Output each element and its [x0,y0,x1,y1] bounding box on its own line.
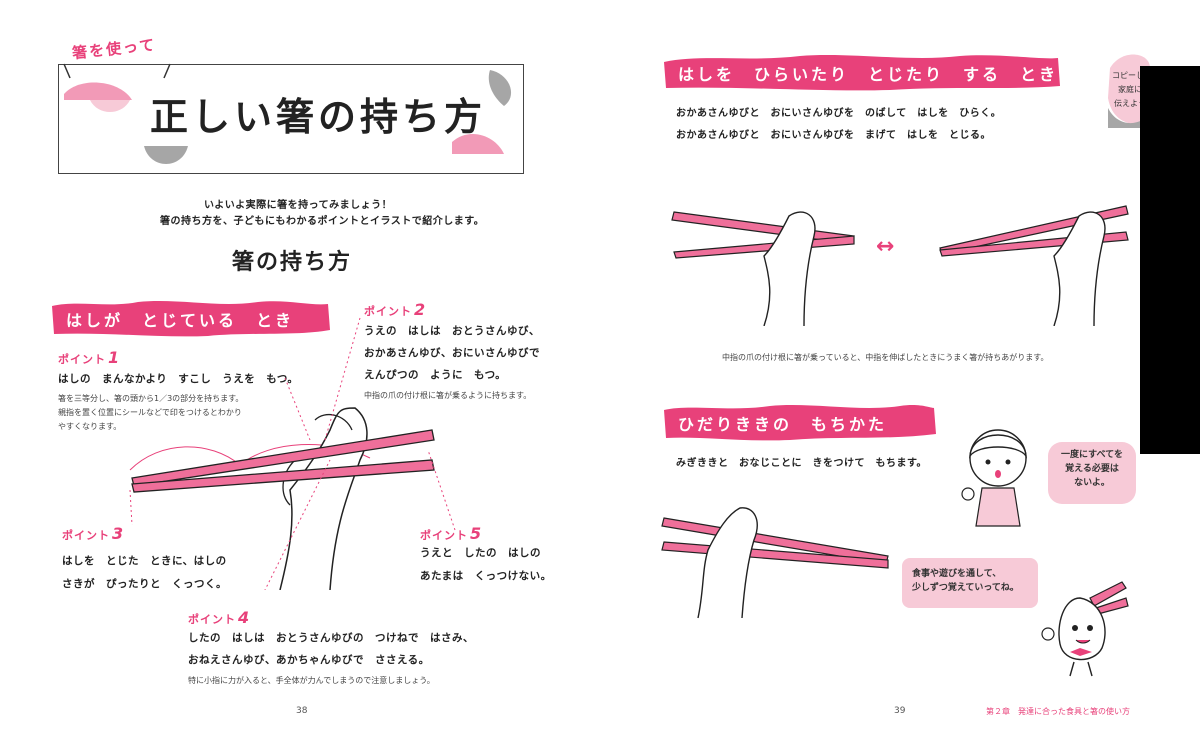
open-instruction: おかあさんゆびと おにいさんゆびを のばして はしを ひらく。 [676,108,1002,119]
banner-shape [664,405,936,441]
point-1-note-1: 箸を三等分し、箸の頭から1／3の部分を持ちます。 [58,394,244,403]
copy-tab-shape [1108,54,1150,128]
point-4-number: 4 [238,608,250,627]
bubble-girl-line-1: 一度にすべてを [1061,450,1123,460]
open-close-caption: 中指の爪の付け根に箸が乗っていると、中指を伸ばしたときにうまく箸が持ちあがります… [722,353,1049,362]
close-instruction: おかあさんゆびと おにいさんゆびを まげて はしを とじる。 [676,130,991,141]
point-4-note: 特に小指に力が入ると、手全体が力んでしまうので注意しましょう。 [188,676,435,685]
closed-chopsticks-illustration [129,317,456,590]
point-3-number: 3 [112,524,124,543]
speech-bubble-girl: 一度にすべてを 覚える必要は ないよ。 [1048,442,1136,504]
point-5-line-1: うえと したの はしの [420,547,541,559]
speech-bubble-rice: 食事や遊びを通して、 少しずつ覚えていってね。 [902,558,1038,608]
left-handed-instruction: みぎききと おなじことに きをつけて もちます。 [676,458,927,469]
bubble-girl-line-3: ないよ。 [1074,478,1110,488]
black-bar [1140,66,1200,454]
open-close-illustration [671,205,1129,326]
point-2-line-1: うえの はしは おとうさんゆび、 [364,325,540,337]
banner-shape [664,55,1060,91]
rice-character-illustration [1041,581,1129,677]
page-number-left: 38 [296,706,308,716]
kicker-decoration [63,63,171,79]
bubble-rice-line-2: 少しずつ覚えていってね。 [912,583,1019,593]
banner-open-close: はしを ひらいたり とじたり する とき [660,54,1062,91]
intro-line-1: いよいよ実際に箸を持ってみましょう！ [204,200,393,211]
left-handed-illustration [661,507,889,619]
bubble-girl-line-2: 覚える必要は [1065,464,1119,474]
point-5-line-2: あたまは くっつけない。 [420,570,552,582]
banner-left-handed: ひだりききの もちかた [660,404,938,441]
point-1-number: 1 [108,348,120,367]
open-close-arrow-icon: ↔ [876,234,895,259]
title-box [58,64,524,174]
point-3-word: ポイント [62,529,110,542]
copy-tab-line-1: コピーして [1112,71,1152,80]
point-1-text: はしの まんなかより すこし うえを もつ。 [58,373,299,385]
point-2-number: 2 [414,300,426,319]
copy-tab-line-3: 伝えよう! [1114,99,1150,108]
title-decoration-shapes [64,70,512,164]
girl-character-illustration [961,429,1027,527]
banner-closed-label: はしが とじている とき [66,311,295,330]
chapter-footer: 第２章 発達に合った食具と箸の使い方 [986,707,1130,716]
banner-closed: はしが とじている とき [48,300,332,337]
point-2-line-2: おかあさんゆび、おにいさんゆびで [364,347,540,359]
banner-shape [52,301,330,337]
page-number-right: 39 [894,706,906,716]
point-4-line-2: おねえさんゆび、あかちゃんゆびで ささえる。 [188,654,430,666]
copy-tab-line-2: 家庭に [1118,85,1142,94]
point-5-word: ポイント [420,529,468,542]
point-2-line-3: えんぴつの ように もつ。 [364,369,507,381]
banner-left-handed-label: ひだりききの もちかた [678,415,888,434]
point-1-word: ポイント [58,353,106,366]
point-3-line-1: はしを とじた ときに、はしの [62,555,227,567]
point-1-note-3: やすくなります。 [58,422,122,431]
point-3-line-2: さきが ぴったりと くっつく。 [62,578,227,590]
bubble-rice-line-1: 食事や遊びを通して、 [912,569,1002,579]
point-2-note: 中指の爪の付け根に箸が乗るように持ちます。 [364,391,532,400]
page-title: 正しい箸の持ち方 [150,95,487,139]
intro-line-2: 箸の持ち方を、子どもにもわかるポイントとイラストで紹介します。 [160,216,485,227]
point-5-number: 5 [470,524,482,543]
point-2-word: ポイント [364,305,412,318]
point-1-note-2: 親指を置く位置にシールなどで印をつけるとわかり [58,408,242,417]
point-4-line-1: したの はしは おとうさんゆびの つけねで はさみ、 [188,632,474,644]
point-4-word: ポイント [188,613,236,626]
section-heading: 箸の持ち方 [232,250,353,275]
banner-open-close-label: はしを ひらいたり とじたり する とき [678,65,1059,84]
